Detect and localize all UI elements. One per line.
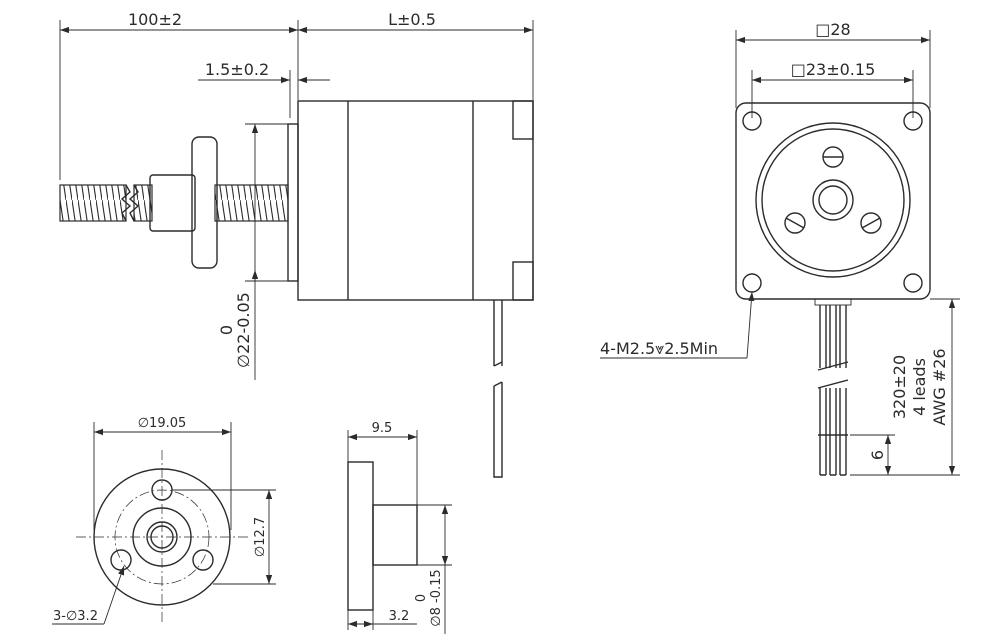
dim-motor-length: L±0.5 bbox=[388, 10, 436, 29]
mount-hole-bottom-left bbox=[742, 273, 762, 293]
dim-flange-dia: ∅19.05 bbox=[138, 416, 187, 431]
lead-wires-upper bbox=[819, 305, 847, 368]
nut-body-outline bbox=[132, 507, 192, 567]
dim-flange-thickness: 3.2 bbox=[389, 609, 410, 624]
dim-nut-length: 9.5 bbox=[372, 421, 393, 436]
dim-flange-gap: 1.5±0.2 bbox=[205, 60, 269, 79]
leader-mount-holes bbox=[746, 291, 755, 359]
flange-screw-right-slot bbox=[861, 217, 881, 229]
nut-flange bbox=[191, 136, 218, 269]
flange-screw-left bbox=[784, 212, 806, 234]
lead-wire-break-1 bbox=[493, 361, 503, 367]
lead-wires-lower bbox=[819, 388, 847, 475]
lead-screw-segment-left bbox=[59, 184, 127, 222]
nut-side-view: 9.5 0 ∅8 -0.15 3.2 bbox=[347, 421, 452, 634]
dim-bolt-holes: 3-∅3.2 bbox=[53, 609, 98, 624]
mount-hole-top-left bbox=[742, 111, 762, 131]
nut-flange-outline bbox=[93, 468, 231, 606]
mount-hole-top-right bbox=[903, 111, 923, 131]
break-mark-left bbox=[120, 184, 132, 222]
motor-face-body bbox=[735, 102, 931, 300]
nut-bore-inner bbox=[150, 525, 174, 549]
motor-rear-tab-upper bbox=[512, 100, 534, 140]
lead-count: 4 leads bbox=[910, 358, 929, 416]
dim-body-square: □28 bbox=[815, 20, 850, 39]
shaft-nut-outer bbox=[812, 179, 854, 221]
pilot-inner-ring bbox=[761, 128, 905, 272]
dim-nut-dia: ∅8 -0.15 bbox=[429, 569, 444, 626]
dim-screw-length: 100±2 bbox=[128, 10, 182, 29]
nut-side-flange bbox=[347, 461, 374, 611]
nut-body bbox=[149, 174, 196, 232]
dim-pilot-dia-upper: 0 bbox=[217, 325, 236, 335]
lead-wire-break-2 bbox=[493, 381, 503, 387]
leader-bolt-holes bbox=[103, 565, 125, 625]
dim-bolt-circle: ∅12.7 bbox=[253, 517, 268, 557]
dim-pilot-dia: ∅22-0.05 bbox=[234, 292, 253, 368]
lead-wire-upper bbox=[493, 300, 503, 366]
lead-wires-break bbox=[817, 361, 849, 389]
lead-wire-lower bbox=[493, 382, 503, 478]
flange-screw-left-slot bbox=[785, 217, 805, 229]
pilot-outer-ring bbox=[755, 122, 911, 278]
side-view: 100±2 L±0.5 1.5±0.2 bbox=[59, 10, 534, 478]
shaft-bore bbox=[818, 185, 848, 215]
lead-screw-segment-mid bbox=[133, 184, 153, 222]
dim-mount-holes: 4-M2.5⩔2.5Min bbox=[600, 339, 718, 358]
bolt-circle bbox=[114, 489, 210, 585]
lead-screw-segment-right bbox=[214, 184, 289, 222]
front-view: □28 □23±0.15 4-M2.5⩔2.5Min bbox=[600, 20, 960, 476]
pilot-boss bbox=[287, 123, 299, 282]
flange-screw-right bbox=[860, 212, 882, 234]
dim-nut-dia-upper: 0 bbox=[414, 594, 429, 602]
dim-hole-spacing: □23±0.15 bbox=[791, 60, 876, 79]
dim-lead-length: 320±20 bbox=[890, 355, 909, 419]
bolt-hole-left bbox=[110, 549, 132, 571]
bolt-hole-right bbox=[192, 549, 214, 571]
motor-body bbox=[297, 100, 534, 301]
dim-lead-strip: 6 bbox=[868, 450, 887, 460]
lead-exit-boss bbox=[814, 298, 852, 306]
nut-side-body bbox=[372, 504, 418, 566]
nut-bore-outer bbox=[146, 521, 178, 553]
mount-hole-bottom-right bbox=[903, 273, 923, 293]
motor-rear-tab-lower bbox=[512, 261, 534, 301]
lead-gauge: AWG #26 bbox=[930, 348, 949, 425]
nut-face-view: ∅19.05 ∅12.7 3-∅3.2 bbox=[52, 416, 276, 625]
